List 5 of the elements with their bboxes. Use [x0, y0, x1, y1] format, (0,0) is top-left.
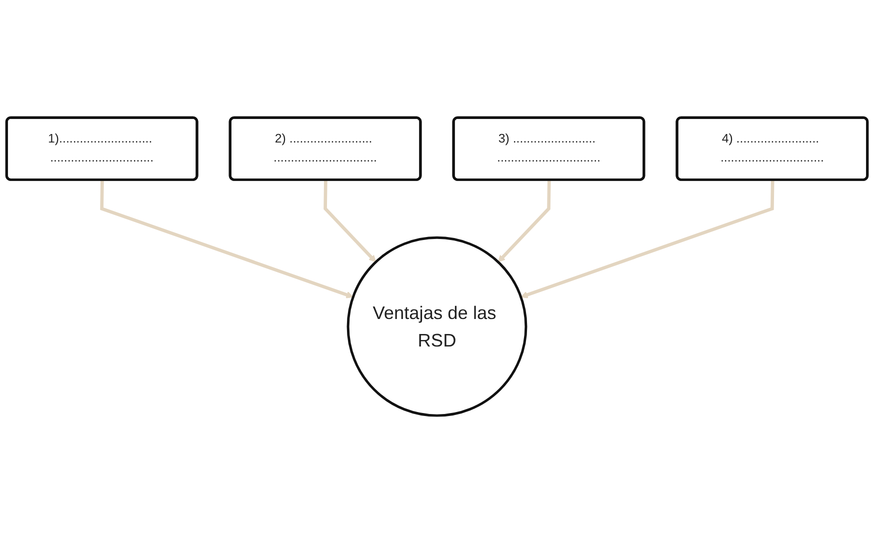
arrow — [100, 180, 354, 298]
node-circle: Ventajas de las RSD — [346, 236, 528, 417]
arrow — [498, 180, 551, 262]
arrow — [520, 180, 774, 298]
arrow — [324, 180, 376, 262]
